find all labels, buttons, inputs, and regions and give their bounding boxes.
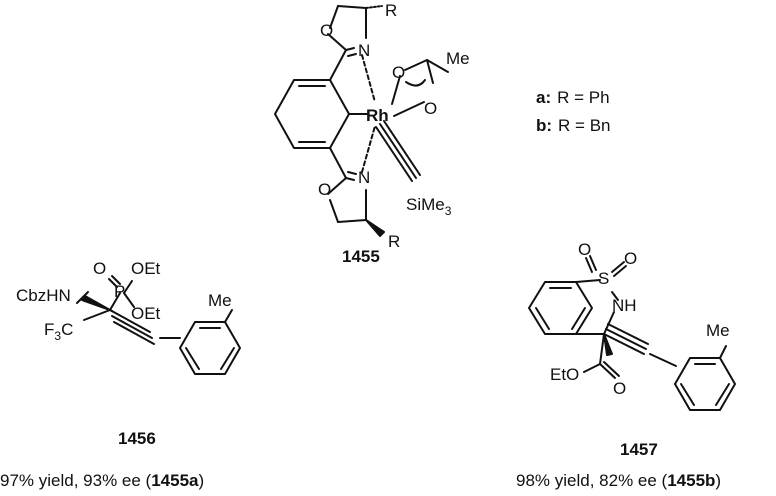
p1456-phosphorus: P [114, 282, 125, 301]
p1457-result-suffix: ) [715, 471, 722, 490]
p1456-methyl: Me [208, 291, 232, 310]
p1457-ester-eto: EtO [550, 365, 579, 384]
legend-a-label: a: [536, 88, 551, 107]
p1456-result: 97% yield, 93% ee (1455a) [0, 471, 204, 491]
p1456-cf3-c: C [61, 320, 73, 339]
catalyst-1455-structure [274, 5, 449, 237]
catalyst-metal: Rh [366, 106, 389, 125]
p1456-cf3-subscript: 3 [54, 329, 61, 343]
p1456-number: 1456 [118, 429, 156, 448]
product-1457-structure [528, 255, 736, 411]
catalyst-bottom-ring-o: O [318, 180, 331, 199]
legend-a: a: R = Ph [536, 88, 610, 107]
legend-b-label: b: [536, 116, 552, 135]
p1456-carbamate: CbzHN [16, 286, 71, 305]
p1456-result-prefix: 97% yield, 93% ee ( [0, 471, 152, 490]
catalyst-top-r: R [385, 1, 397, 20]
p1456-oet-top: OEt [131, 259, 161, 278]
acetate-methyl: Me [446, 49, 470, 68]
p1456-result-suffix: ) [198, 471, 205, 490]
acetate-o1: O [392, 63, 405, 82]
p1456-cf3-f: F [44, 320, 54, 339]
catalyst-top-ring-n: N [358, 41, 370, 60]
p1457-nh: NH [612, 296, 637, 315]
p1456-cf3: F3C [44, 320, 73, 343]
p1457-result-catalyst: 1455b [667, 471, 716, 490]
legend-b-text: R = Bn [558, 116, 610, 135]
acetate-o2: O [424, 99, 437, 118]
p1457-result: 98% yield, 82% ee (1455b) [516, 471, 721, 491]
p1456-oet-bottom: OEt [131, 304, 161, 323]
alkyne-silyl-subscript: 3 [445, 204, 452, 218]
p1457-result-prefix: 98% yield, 82% ee ( [516, 471, 668, 490]
catalyst-bottom-r: R [388, 232, 400, 251]
alkyne-silyl-main: SiMe [406, 195, 445, 214]
p1456-phosphoryl-o: O [93, 259, 106, 278]
p1457-sulfonyl-o-right: O [624, 249, 637, 268]
catalyst-number: 1455 [342, 247, 380, 266]
p1457-sulfonyl-o-left: O [578, 240, 591, 259]
alkyne-silyl: SiMe3 [406, 195, 452, 218]
p1457-number: 1457 [620, 440, 658, 459]
p1457-methyl: Me [706, 321, 730, 340]
p1456-result-catalyst: 1455a [151, 471, 199, 490]
catalyst-bottom-ring-n: N [358, 168, 370, 187]
catalyst-top-ring-o: O [320, 21, 333, 40]
legend-b: b: R = Bn [536, 116, 611, 135]
product-1456-structure [76, 275, 241, 375]
p1457-sulfur: S [598, 269, 609, 288]
legend-a-text: R = Ph [557, 88, 609, 107]
p1457-ester-o: O [613, 379, 626, 398]
